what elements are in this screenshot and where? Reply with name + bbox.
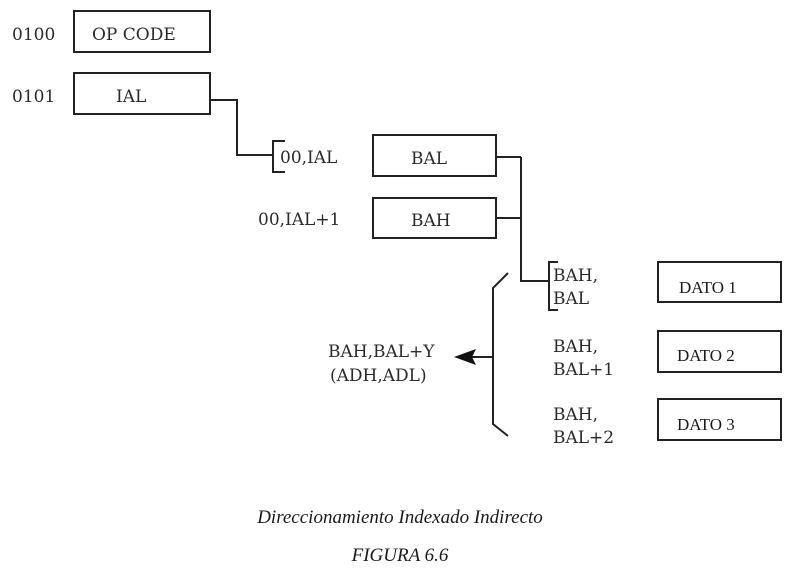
opcode-label: OP CODE <box>92 25 176 45</box>
address-0101: 0101 <box>12 87 55 107</box>
data2-address-line1: BAH, <box>553 337 598 357</box>
opcode-box <box>73 10 211 53</box>
bracket-zero-page <box>272 140 285 173</box>
data1-address-line1: BAH, <box>553 266 598 286</box>
data2-address-line2: BAL+1 <box>553 360 614 380</box>
caption-figure: FIGURA 6.6 <box>351 545 449 566</box>
dato3-box <box>657 398 782 441</box>
dato2-box <box>657 330 782 373</box>
connector-to-data <box>520 157 549 282</box>
dato1-label: DATO 1 <box>679 278 737 297</box>
bal-label: BAL <box>411 149 447 169</box>
dato1-box <box>657 261 782 303</box>
ial-box <box>73 72 211 115</box>
address-00-ial: 00,IAL <box>280 148 337 168</box>
bal-box <box>372 134 497 177</box>
brace-data-range <box>492 272 509 437</box>
bah-label: BAH <box>411 211 451 231</box>
data3-address-line2: BAL+2 <box>553 428 614 448</box>
data1-address-line2: BAL <box>553 289 589 309</box>
caption-title: Direccionamiento Indexado Indirecto <box>256 507 543 528</box>
dato2-label: DATO 2 <box>677 346 735 365</box>
address-0100: 0100 <box>12 25 55 45</box>
data3-address-line1: BAH, <box>553 405 598 425</box>
effective-address-line2: (ADH,ADL) <box>330 366 427 386</box>
ial-label: IAL <box>116 87 146 107</box>
connector-ial-to-zero-page <box>210 99 273 156</box>
address-00-ial-plus-1: 00,IAL+1 <box>258 210 340 230</box>
bracket-data <box>548 261 558 311</box>
dato3-label: DATO 3 <box>677 415 735 434</box>
effective-address-line1: BAH,BAL+Y <box>328 342 435 362</box>
arrow-left-icon <box>454 349 476 365</box>
